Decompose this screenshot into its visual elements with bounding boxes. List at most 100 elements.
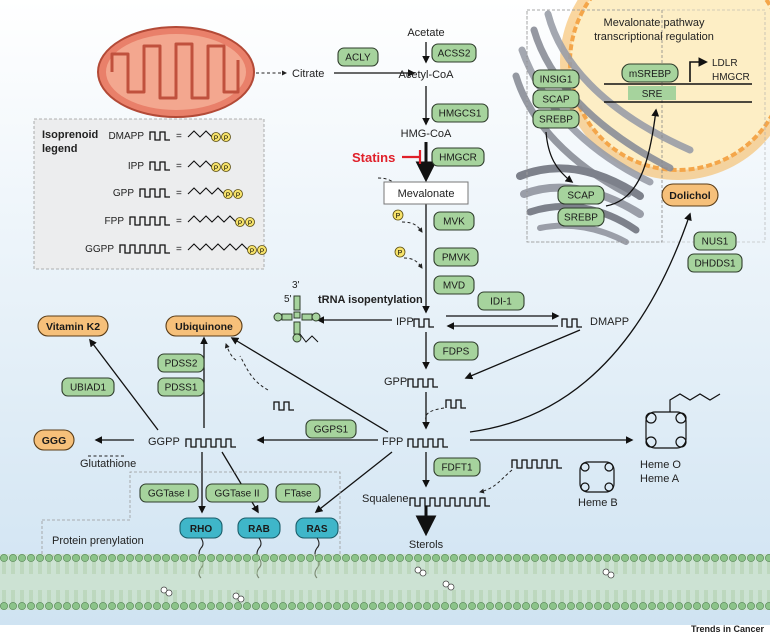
legend-phosphate-icon (235, 217, 245, 227)
sterols-label: Sterols (409, 539, 444, 551)
pdss2-enzyme: PDSS2 (157, 353, 205, 373)
legend-dmapp-chain-icon (149, 131, 170, 141)
er-protein-scap-label: SCAP (542, 95, 570, 106)
acss2-enzyme-label: ACSS2 (438, 49, 471, 60)
legend-gpp-equals: = (176, 188, 182, 199)
legend-title-line1: Isoprenoid (42, 129, 98, 141)
legend-ggpp-label: GGPP (85, 244, 114, 255)
ubiquinone-product-label: Ubiquinone (175, 321, 233, 333)
fpp-chain-icon (407, 438, 448, 448)
er-to-golgi-arrow (545, 131, 574, 183)
phosphate-label-1: P (396, 213, 401, 220)
trna-5-prime: 5' (284, 294, 292, 305)
fdft1-enzyme-label: FDFT1 (441, 463, 473, 474)
legend-gpp-chain-icon (139, 188, 170, 198)
sre-label: SRE (642, 89, 663, 100)
ubiad1-enzyme: UBIAD1 (61, 377, 115, 397)
target-hmgcr: HMGCR (712, 72, 750, 83)
legend-phosphate-label: P (226, 192, 230, 199)
trna-icon (273, 295, 321, 343)
golgi-protein-scap-label: SCAP (567, 191, 595, 202)
legend-phosphate-label: P (214, 135, 218, 142)
acetyl-coa-label: Acetyl-CoA (398, 69, 454, 81)
fpp-input-chain-icon (511, 459, 562, 469)
legend-fpp-label: FPP (105, 216, 125, 227)
hmg-coa-label: HMG-CoA (401, 128, 452, 140)
isoprenoid-chains (185, 318, 582, 507)
nus1-enzyme: NUS1 (693, 231, 737, 251)
legend-ipp-label: IPP (128, 161, 144, 172)
squalene-chain-icon (409, 497, 490, 507)
legend-title-line2: legend (42, 143, 77, 155)
golgi-protein-scap: SCAP (557, 185, 605, 205)
gpp-input-chain-icon (445, 399, 466, 409)
acetate-label: Acetate (407, 27, 444, 39)
legend-phosphate-icon (221, 132, 231, 142)
statins-inhibition-bar (402, 150, 422, 164)
pdss1-enzyme-label: PDSS1 (165, 383, 198, 394)
gpp-chain-icon (407, 378, 438, 388)
mvd-enzyme-label: MVD (443, 281, 465, 292)
hmgcs1-enzyme: HMGCS1 (431, 103, 489, 123)
golgi-protein-srebp-label: SREBP (564, 213, 598, 224)
legend-phosphate-icon (257, 245, 267, 255)
ggg-product: GGG (33, 429, 75, 451)
legend-dmapp-equals: = (176, 131, 182, 142)
pmvk-enzyme: PMVK (433, 247, 479, 267)
ipp-input-chain-icon (273, 401, 294, 411)
legend-fpp-structure (187, 215, 237, 223)
mevalonate-label: Mevalonate (398, 188, 455, 200)
er-protein-insig1: INSIG1 (532, 69, 580, 89)
heme-b-label: Heme B (578, 497, 618, 509)
ggtase1-enzyme-label: GGTase I (148, 489, 190, 500)
fdps-enzyme-label: FDPS (443, 347, 470, 358)
legend-ipp-structure (187, 160, 213, 168)
acly-enzyme-label: ACLY (345, 53, 371, 64)
dhdds1-enzyme-label: DHDDS1 (694, 259, 736, 270)
legend-ipp-equals: = (176, 161, 182, 172)
phosphate-icon-2 (394, 246, 406, 258)
rab-gtpase-label: RAB (248, 524, 270, 535)
hmgcr-enzyme-label: HMGCR (439, 153, 477, 164)
dna-strand (604, 57, 752, 103)
legend-fpp-chain-icon (129, 216, 170, 226)
ubiquinone-product: Ubiquinone (165, 315, 243, 337)
mvk-enzyme-label: MVK (443, 217, 465, 228)
ggps1-enzyme: GGPS1 (305, 419, 357, 439)
gpp-label: GPP (384, 376, 407, 388)
regulation-title-line1: Mevalonate pathway (604, 17, 705, 29)
ggpp-chain-icon (185, 438, 236, 448)
legend-gpp-structure (187, 187, 225, 195)
msrebp-label: mSREBP (629, 69, 672, 80)
citrate-label: Citrate (292, 68, 324, 80)
fdft1-enzyme: FDFT1 (433, 457, 481, 477)
statins-label: Statins (352, 150, 395, 165)
legend-phosphate-label: P (224, 135, 228, 142)
legend-phosphate-label: P (250, 248, 254, 255)
fdps-enzyme: FDPS (433, 341, 479, 361)
ftase-enzyme: FTase (275, 483, 321, 503)
ggtase1-enzyme: GGTase I (139, 483, 199, 503)
srebp-to-nucleus-arrow (605, 108, 660, 207)
dhdds1-enzyme: DHDDS1 (687, 253, 743, 273)
idi1-enzyme: IDI-1 (477, 291, 525, 311)
pmvk-enzyme-label: PMVK (442, 253, 471, 264)
er-protein-scap: SCAP (532, 89, 580, 109)
journal-footer: Trends in Cancer (691, 624, 765, 634)
ggpp-label: GGPP (148, 436, 180, 448)
heme-b-icon (579, 461, 615, 493)
legend-phosphate-label: P (248, 220, 252, 227)
ftase-enzyme-label: FTase (284, 489, 312, 500)
legend-phosphate-label: P (214, 165, 218, 172)
legend-phosphate-icon (233, 189, 243, 199)
legend-phosphate-icon (221, 162, 231, 172)
legend-ggpp-structure (187, 243, 249, 251)
acly-enzyme: ACLY (337, 47, 379, 67)
mvk-enzyme: MVK (433, 211, 475, 231)
dmapp-chain-icon (561, 318, 582, 328)
